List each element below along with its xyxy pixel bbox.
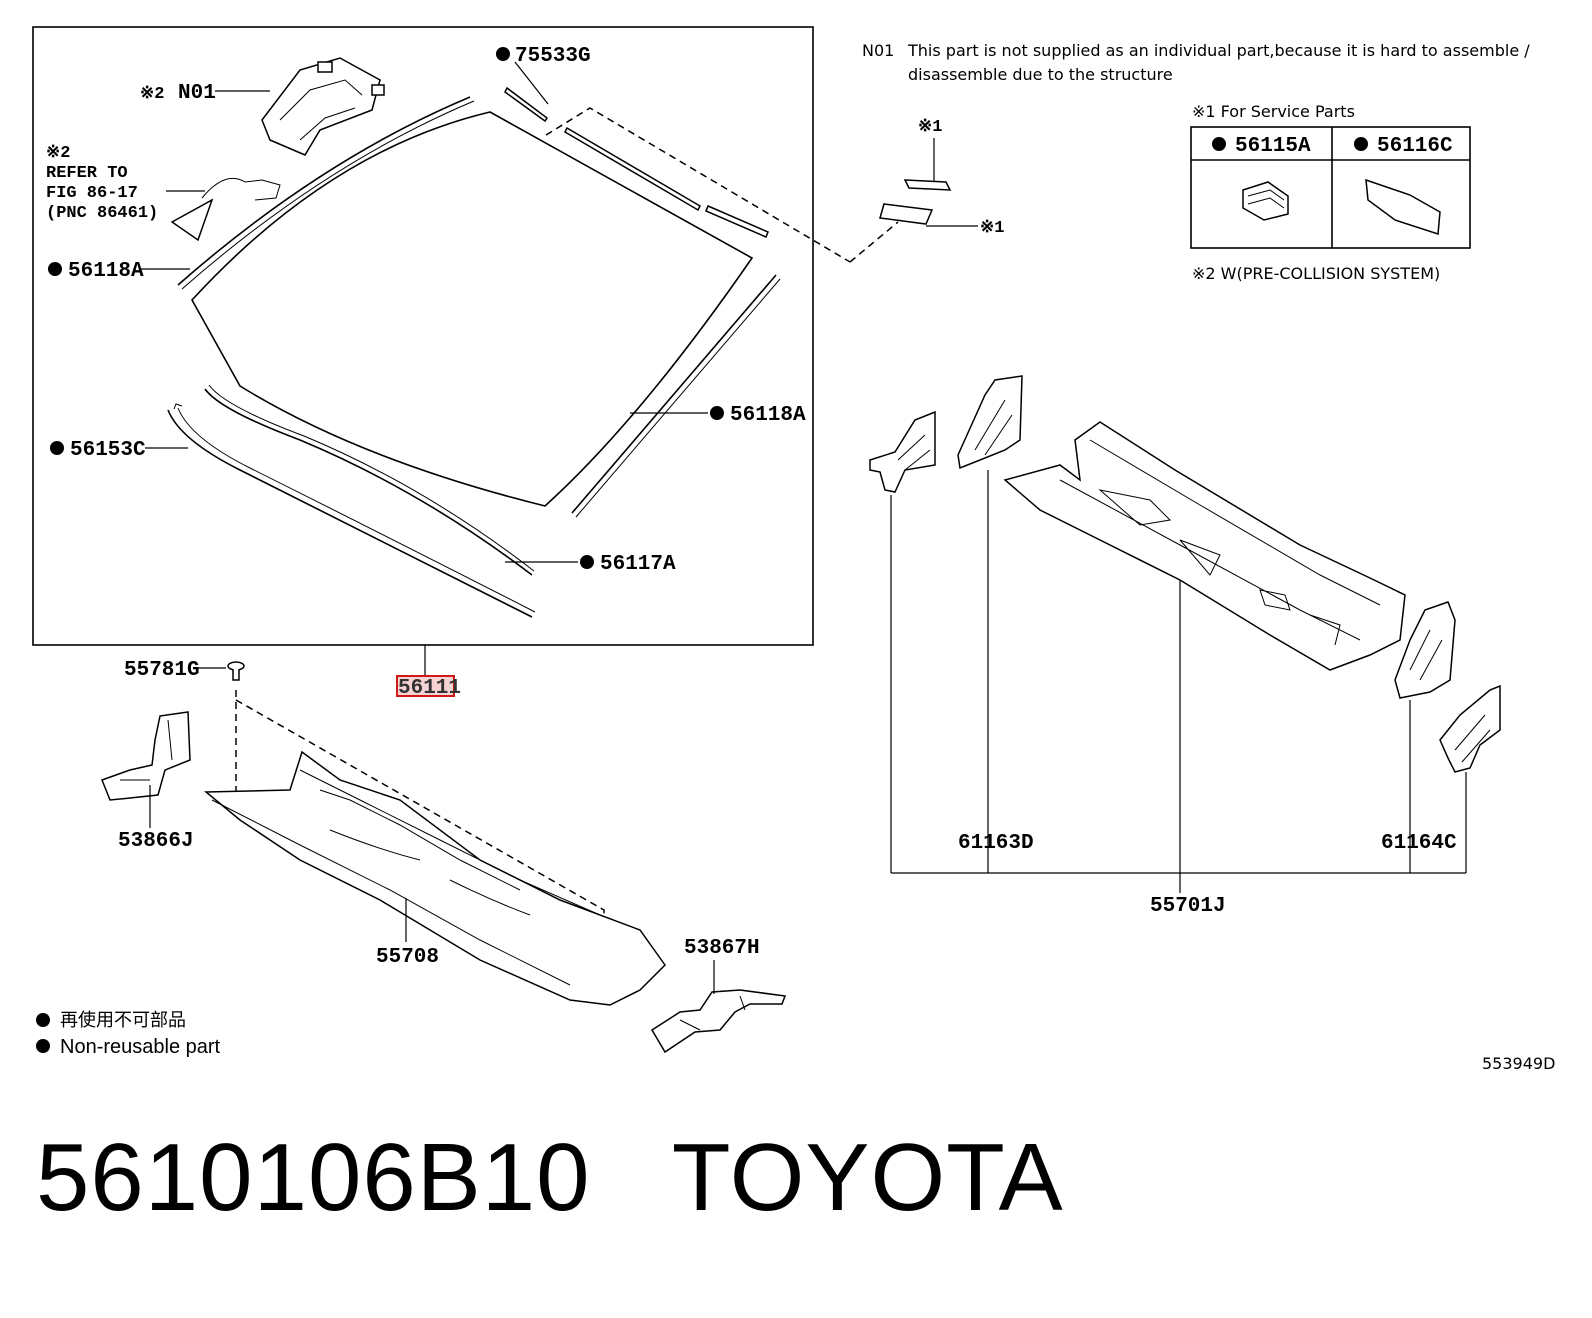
molding-right (571, 274, 777, 514)
service-part-1: 56115A (1235, 135, 1311, 158)
diagram-code: 553949D (1482, 1054, 1555, 1073)
label-56117A: 56117A (600, 553, 676, 576)
cowl-seal-left (101, 711, 191, 801)
service-part-1-drawing (1242, 181, 1289, 221)
n01-line2: disassemble due to the structure (908, 65, 1173, 84)
service-mark-lower: ※1 (980, 219, 1004, 238)
cowl-brace-right-a (1394, 601, 1456, 699)
label-55701J: 55701J (1150, 895, 1226, 918)
cowl-louver (203, 750, 666, 1006)
service-parts-title: ※1 For Service Parts (1192, 102, 1355, 121)
cowl-seal-right (650, 989, 787, 1054)
legend-jp: 再使用不可部品 (60, 1010, 186, 1031)
service-mark-upper: ※1 (918, 118, 942, 137)
label-61164C: 61164C (1381, 832, 1457, 855)
refer-mark: ※2 (46, 144, 70, 163)
cowl-brace-left-a (869, 410, 936, 493)
refer-line1: REFER TO (46, 164, 128, 183)
cowl-panel (1003, 421, 1406, 671)
pcs-note: ※2 W(PRE-COLLISION SYSTEM) (1192, 264, 1440, 283)
label-55781G: 55781G (124, 659, 200, 682)
label-56111[interactable]: 56111 (398, 677, 461, 700)
footer-title: 5610106B10 TOYOTA (36, 1130, 1064, 1226)
refer-line2: FIG 86-17 (46, 184, 138, 203)
label-53866J: 53866J (118, 830, 194, 853)
dam-lower (167, 409, 533, 618)
label-N01: N01 (178, 82, 216, 105)
mirror-mark: ※2 (140, 85, 164, 104)
n01-code: N01 (862, 41, 894, 60)
molding-left (177, 96, 471, 286)
service-part-2: 56116C (1377, 135, 1453, 158)
windshield-highlight (396, 675, 455, 697)
label-75533G: 75533G (515, 45, 591, 68)
service-parts-table (1190, 126, 1471, 249)
brand-name: TOYOTA (671, 1124, 1064, 1231)
molding-top (504, 86, 549, 123)
clip (227, 661, 245, 681)
windshield-glass (191, 111, 754, 507)
label-55708: 55708 (376, 946, 439, 969)
label-56118A-right: 56118A (730, 404, 806, 427)
n01-line1: This part is not supplied as an individu… (907, 41, 1530, 60)
label-53867H: 53867H (684, 937, 760, 960)
dam-inner (204, 388, 533, 576)
part-number: 5610106B10 (36, 1124, 591, 1231)
service-part-2-drawing (1365, 178, 1441, 236)
label-56153C: 56153C (70, 439, 146, 462)
windshield-group-box (32, 26, 814, 646)
label-56118A-left: 56118A (68, 260, 144, 283)
mirror-bracket (261, 57, 385, 156)
refer-line3: (PNC 86461) (46, 204, 158, 223)
label-61163D: 61163D (958, 832, 1034, 855)
cowl-brace-left-b (957, 375, 1023, 470)
legend-en: Non-reusable part (60, 1036, 221, 1058)
cowl-brace-right-b (1439, 684, 1501, 773)
sensor-cover (170, 178, 281, 242)
